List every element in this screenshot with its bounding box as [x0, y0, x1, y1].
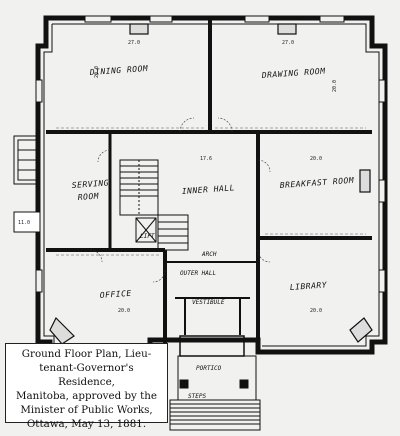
dim-side-note: 11.0: [18, 220, 30, 226]
windows: [35, 15, 386, 293]
label-library: LIBRARY: [290, 280, 328, 292]
dim-dining-width: 27.0: [128, 40, 140, 46]
label-inner-hall: INNER HALL: [182, 183, 236, 196]
dim-library-width: 20.0: [310, 308, 322, 314]
interior-walls: [46, 20, 372, 345]
label-vestibule: VESTIBULE: [192, 299, 225, 306]
beam-lines: [56, 127, 366, 256]
label-lift: LIFT: [140, 233, 155, 240]
caption-text: Ground Floor Plan, Lieu- tenant-Governor…: [16, 348, 157, 430]
dim-dining-depth: 20.0: [94, 66, 100, 78]
label-office: OFFICE: [100, 289, 132, 300]
label-steps: STEPS: [188, 393, 206, 400]
dim-drawing-width: 27.0: [282, 40, 294, 46]
dim-office-width: 20.0: [118, 308, 130, 314]
label-dining-room: DINING ROOM: [89, 64, 150, 77]
dim-inner-hall: 17.6: [200, 156, 212, 162]
label-serving-room-1: SERVING: [72, 178, 110, 190]
label-outer-hall: OUTER HALL: [180, 270, 217, 277]
caption-box: Ground Floor Plan, Lieu- tenant-Governor…: [5, 343, 168, 430]
staircase: [119, 159, 189, 251]
dim-breakfast-width: 20.0: [310, 156, 322, 162]
dim-drawing-depth: 20.0: [332, 80, 338, 92]
fireplaces: [49, 23, 373, 345]
steps: [169, 399, 261, 431]
label-arch: ARCH: [201, 251, 217, 258]
side-porch: [13, 135, 41, 233]
door-swings: [89, 117, 271, 283]
label-serving-room-2: ROOM: [78, 191, 101, 202]
label-portico: PORTICO: [196, 365, 222, 372]
